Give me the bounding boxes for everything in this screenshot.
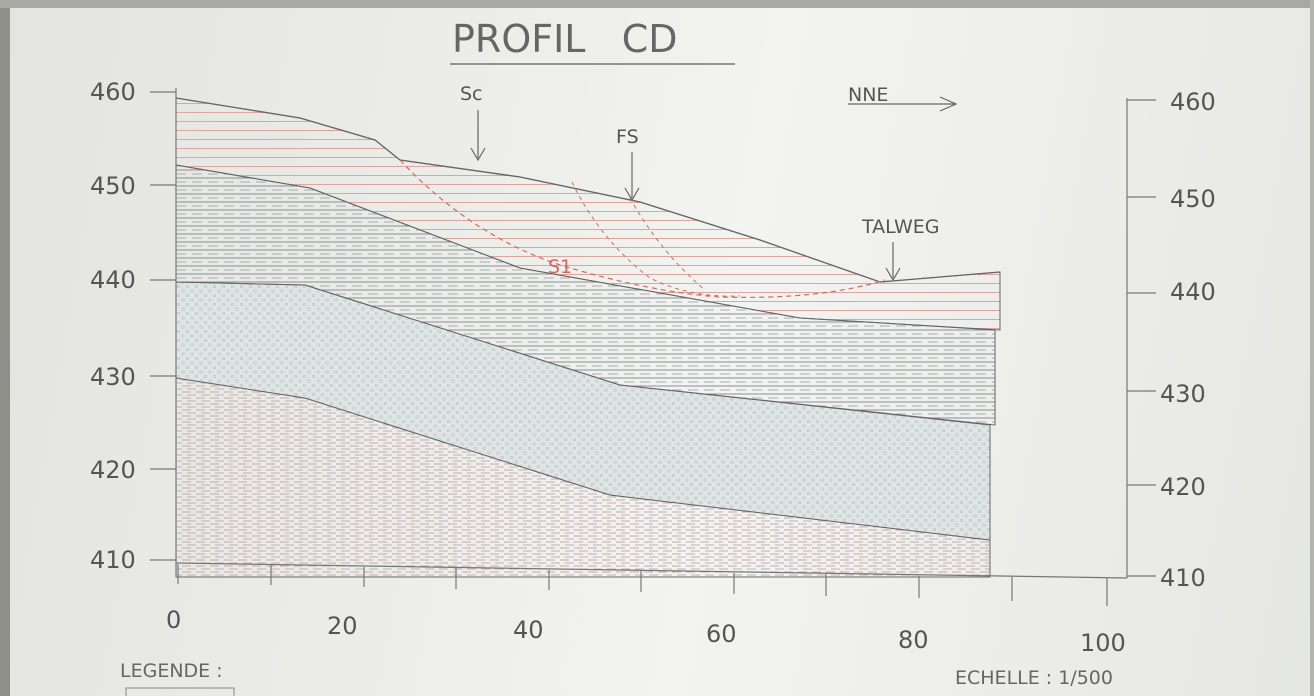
legend-swatch <box>125 687 235 696</box>
monitor-bezel-top <box>0 0 1314 8</box>
scale-label: ECHELLE : 1/500 <box>955 667 1113 689</box>
x-tick-20: 20 <box>327 612 358 640</box>
annotation-s1: S1 <box>548 256 572 278</box>
left-axis-ticks <box>150 91 176 561</box>
right-tick-440: 440 <box>1170 278 1216 306</box>
left-tick-450: 450 <box>90 172 136 200</box>
x-tick-40: 40 <box>513 616 544 644</box>
right-axis-ticks <box>1127 99 1156 577</box>
right-tick-450: 450 <box>1170 185 1216 213</box>
annotation-sc: Sc <box>460 83 483 105</box>
monitor-bezel-right <box>1310 0 1314 696</box>
annotation-talweg: TALWEG <box>861 216 939 238</box>
left-tick-440: 440 <box>90 266 136 294</box>
right-tick-460: 460 <box>1170 88 1216 116</box>
legend-label: LEGENDE : <box>120 660 223 682</box>
arrow-talweg-head <box>885 267 901 282</box>
right-tick-420: 420 <box>1160 473 1206 501</box>
right-tick-430: 430 <box>1160 380 1206 408</box>
nne-arrow-head <box>939 96 958 112</box>
slip-surface-s1 <box>399 159 886 298</box>
left-tick-420: 420 <box>90 456 136 484</box>
bottom-axis-ticks <box>177 564 1108 606</box>
ground-surface-line <box>175 97 1001 283</box>
right-tick-410: 410 <box>1160 564 1206 592</box>
monitor-bezel-left <box>0 0 10 696</box>
annotation-fs: FS <box>616 126 639 148</box>
x-tick-80: 80 <box>898 626 929 654</box>
x-tick-60: 60 <box>706 620 737 648</box>
bottom-axis-line <box>175 562 1128 579</box>
arrow-fs-head <box>624 187 640 202</box>
x-tick-100: 100 <box>1080 629 1126 657</box>
annotation-nne: NNE <box>848 84 888 106</box>
slip-surface-inner-2 <box>629 197 706 291</box>
profile-title: PROFIL CD <box>452 17 678 61</box>
slip-surface-inner-1 <box>571 181 741 297</box>
left-tick-410: 410 <box>90 546 136 574</box>
x-tick-0: 0 <box>166 606 181 634</box>
left-tick-430: 430 <box>90 363 136 391</box>
left-tick-460: 460 <box>90 78 136 106</box>
arrow-sc-head <box>470 147 486 162</box>
